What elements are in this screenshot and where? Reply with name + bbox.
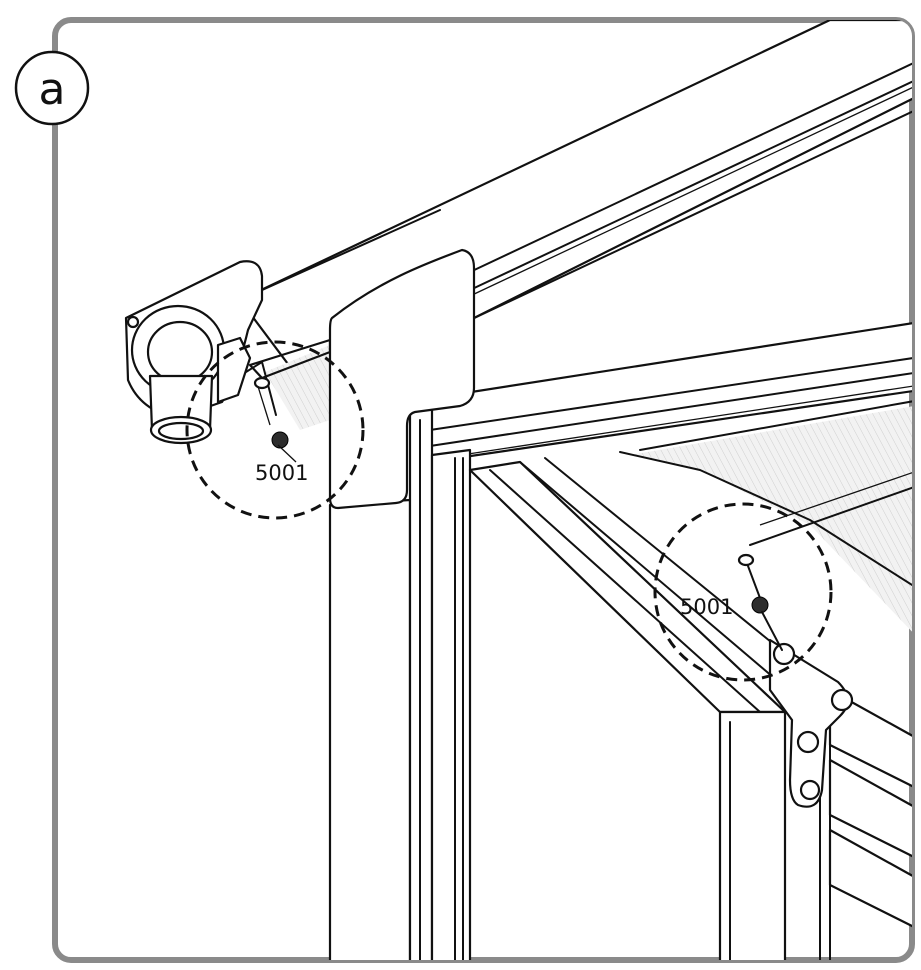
screw-icon xyxy=(271,431,289,449)
svg-text:a: a xyxy=(39,64,66,115)
gutter-cap xyxy=(124,260,264,445)
corner-bracket xyxy=(768,638,854,808)
end-cap-plate xyxy=(328,248,476,510)
step-badge: a xyxy=(14,50,90,126)
part-number-label: 5001 xyxy=(680,595,733,619)
part-number-label: 5001 xyxy=(255,461,308,485)
callout-right xyxy=(653,502,833,682)
roof-panel-left xyxy=(265,345,330,430)
screw-icon xyxy=(751,596,769,614)
callout-left xyxy=(185,340,365,520)
roof-panel-right xyxy=(630,405,912,640)
